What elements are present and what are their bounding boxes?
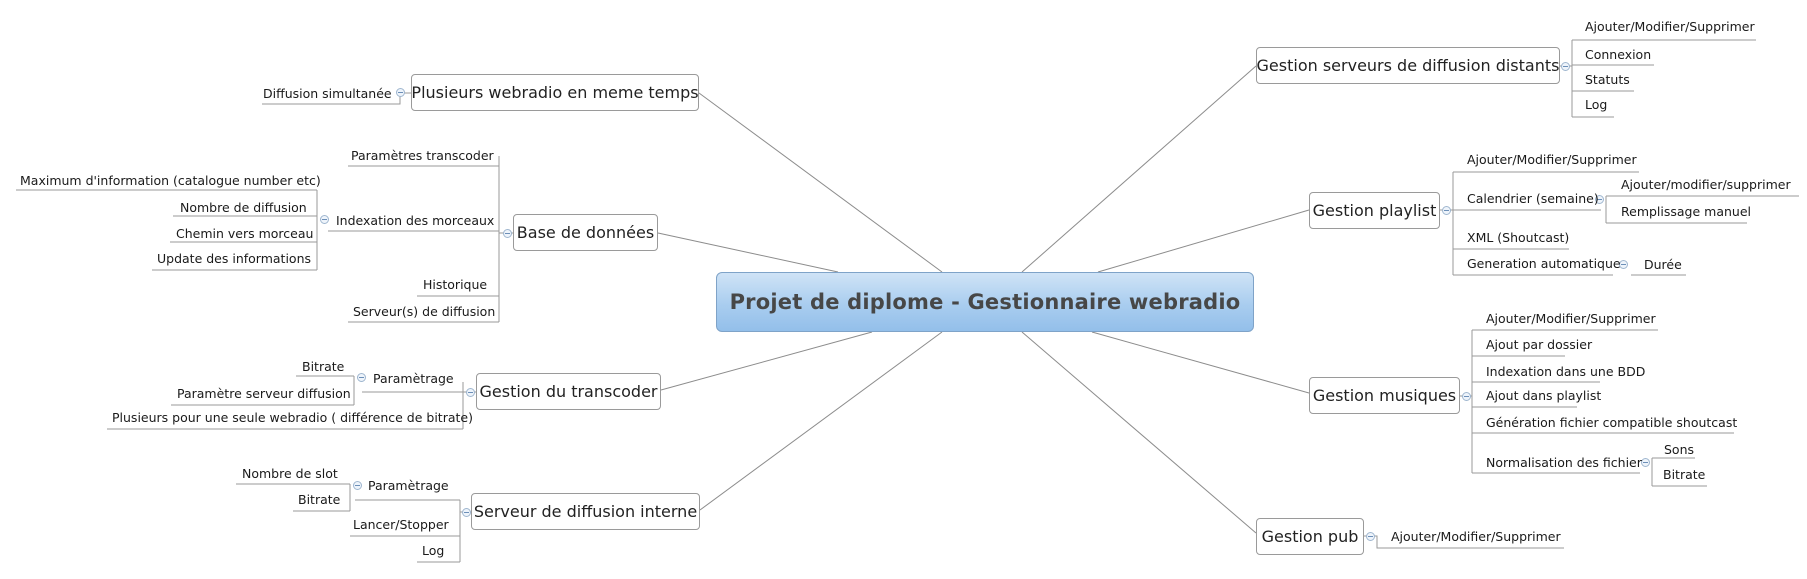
subtopic-chemin-morceau[interactable]: Chemin vers morceau (176, 226, 314, 241)
connector-diffusion-simultanee (262, 92, 411, 105)
collapse-toggle[interactable] (503, 229, 512, 238)
subtopic-historique[interactable]: Historique (423, 277, 488, 292)
collapse-toggle[interactable] (1619, 260, 1628, 269)
subtopic-parametres-transcoder[interactable]: Paramètres transcoder (351, 148, 494, 163)
topic-gestion-musiques[interactable]: Gestion musiques (1309, 377, 1460, 414)
collapse-toggle[interactable] (320, 215, 329, 224)
collapse-toggle[interactable] (396, 88, 405, 97)
subtopic-normalisation-fichier[interactable]: Normalisation des fichier (1486, 455, 1642, 470)
subtopic-duree[interactable]: Durée (1644, 257, 1682, 272)
topic-gestion-pub[interactable]: Gestion pub (1256, 518, 1364, 555)
topic-serveur-diffusion-interne[interactable]: Serveur de diffusion interne (471, 493, 700, 530)
connector-transcoder (660, 331, 873, 391)
collapse-toggle[interactable] (1366, 532, 1375, 541)
topic-base-de-donnees[interactable]: Base de données (513, 214, 658, 251)
subtopic-remplissage-manuel[interactable]: Remplissage manuel (1621, 204, 1751, 219)
subtopic-indexation-bdd[interactable]: Indexation dans une BDD (1486, 364, 1646, 379)
subtopic-serveurs-diffusion[interactable]: Serveur(s) de diffusion (353, 304, 496, 319)
central-topic[interactable]: Projet de diplome - Gestionnaire webradi… (716, 272, 1254, 332)
subtopic-ajouter-modifier-supprimer[interactable]: Ajouter/Modifier/Supprimer (1585, 19, 1755, 34)
connector-pub (1021, 331, 1257, 534)
subtopic-ajouter-modifier-supprimer[interactable]: Ajouter/Modifier/Supprimer (1467, 152, 1637, 167)
collapse-toggle[interactable] (1561, 62, 1570, 71)
subtopic-generation-automatique[interactable]: Generation automatique (1467, 256, 1621, 271)
collapse-toggle[interactable] (353, 481, 362, 490)
collapse-toggle[interactable] (357, 373, 366, 382)
subtopic-maximum-information[interactable]: Maximum d'information (catalogue number … (20, 173, 321, 188)
subtopic-connexion[interactable]: Connexion (1585, 47, 1652, 62)
collapse-toggle[interactable] (1462, 392, 1471, 401)
subtopic-parametrage-transcoder[interactable]: Paramètrage (373, 371, 454, 386)
subtopic-bitrate-interne[interactable]: Bitrate (298, 492, 341, 507)
subtopic-diffusion-simultanee[interactable]: Diffusion simultanée (263, 86, 392, 101)
subtopic-calendrier-semaine[interactable]: Calendrier (semaine) (1467, 191, 1599, 206)
collapse-toggle[interactable] (1641, 458, 1650, 467)
subtopic-nombre-diffusion[interactable]: Nombre de diffusion (180, 200, 307, 215)
subtopic-xml-shoutcast[interactable]: XML (Shoutcast) (1467, 230, 1570, 245)
connector-distants (1021, 65, 1257, 273)
subtopic-bitrate-transcoder[interactable]: Bitrate (302, 359, 345, 374)
topic-gestion-serveurs-distants[interactable]: Gestion serveurs de diffusion distants (1256, 47, 1560, 84)
topic-gestion-transcoder[interactable]: Gestion du transcoder (476, 373, 661, 410)
subtopic-generation-fichier-shoutcast[interactable]: Génération fichier compatible shoutcast (1486, 415, 1738, 430)
collapse-toggle[interactable] (462, 508, 471, 517)
subtopic-log-interne[interactable]: Log (422, 543, 445, 558)
connector-playlist (1097, 209, 1310, 273)
subtopic-ajouter-modifier-supprimer[interactable]: Ajouter/Modifier/Supprimer (1486, 311, 1656, 326)
subtopic-ajout-dans-playlist[interactable]: Ajout dans playlist (1486, 388, 1602, 403)
connector-bdd (657, 232, 839, 273)
collapse-toggle[interactable] (466, 388, 475, 397)
subtopic-sons[interactable]: Sons (1664, 442, 1695, 457)
collapse-toggle[interactable] (1595, 195, 1604, 204)
subtopic-bitrate-normalisation[interactable]: Bitrate (1663, 467, 1706, 482)
subtopic-statuts[interactable]: Statuts (1585, 72, 1630, 87)
subtopic-plusieurs-seule-webradio[interactable]: Plusieurs pour une seule webradio ( diff… (112, 410, 473, 425)
subtopic-parametrage-interne[interactable]: Paramètrage (368, 478, 449, 493)
topic-gestion-playlist[interactable]: Gestion playlist (1309, 192, 1440, 229)
collapse-toggle[interactable] (1442, 206, 1451, 215)
subtopic-lancer-stopper[interactable]: Lancer/Stopper (353, 517, 449, 532)
subtopic-ajouter-modifier-supprimer-calendrier[interactable]: Ajouter/modifier/supprimer (1621, 177, 1791, 192)
connector-musiques (1091, 331, 1310, 394)
subtopic-log-distants[interactable]: Log (1585, 97, 1608, 112)
subtopic-ajouter-modifier-supprimer-pub[interactable]: Ajouter/Modifier/Supprimer (1391, 529, 1561, 544)
subtopic-update-informations[interactable]: Update des informations (157, 251, 312, 266)
subtopic-nombre-slot[interactable]: Nombre de slot (242, 466, 338, 481)
connector-plusieurs (698, 92, 943, 273)
topic-plusieurs-webradio[interactable]: Plusieurs webradio en meme temps (411, 74, 699, 111)
subtopic-ajout-par-dossier[interactable]: Ajout par dossier (1486, 337, 1593, 352)
subtopic-parametre-serveur-diffusion[interactable]: Paramètre serveur diffusion (177, 386, 351, 401)
connector-interne (699, 331, 943, 511)
subtopic-indexation-morceaux[interactable]: Indexation des morceaux (336, 213, 495, 228)
